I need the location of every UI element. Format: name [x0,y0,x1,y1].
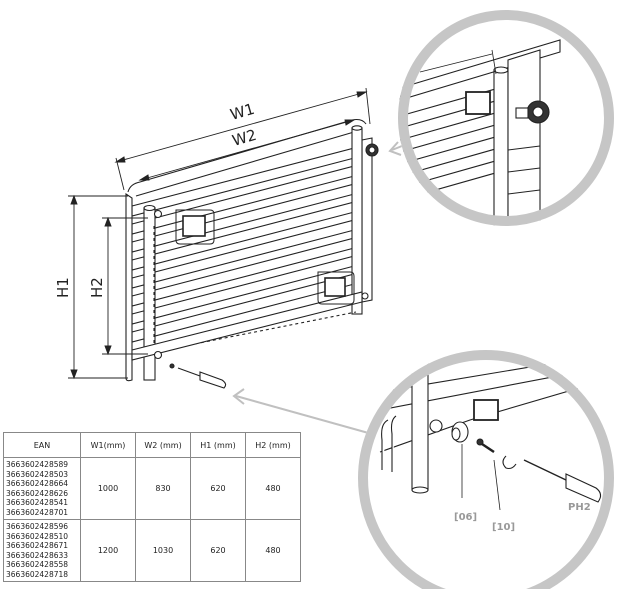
w1-cell: 1200 [80,519,136,582]
h1-label: H1 [54,277,72,298]
table-row: 3663602428596 3663602428510 366360242867… [3,519,301,582]
header-h2: H2 (mm) [245,432,301,458]
h2-cell: 480 [245,519,301,582]
w1-cell: 1000 [80,457,136,520]
callout-top-detail [398,10,614,226]
ean-value: 3663602428633 [6,550,69,560]
ean-value: 3663602428558 [6,560,69,569]
radiator-panels [131,145,363,343]
ean-value: 3663602428671 [6,541,69,550]
ean-cell: 3663602428589 3663602428503 366360242866… [3,457,81,520]
part-10-label: [10] [492,522,515,533]
ean-value: 3663602428596 [6,522,69,531]
valve [365,143,379,157]
ean-value: 3663602428664 [6,479,69,488]
ean-value: 3663602428701 [6,507,69,517]
spec-table: EAN W1(mm) W2 (mm) H1 (mm) H2 (mm) 36636… [3,432,301,582]
header-w1: W1(mm) [80,432,136,458]
ean-value: 3663602428718 [6,569,69,579]
ean-cell: 3663602428596 3663602428510 366360242867… [3,519,81,582]
header-ean: EAN [3,432,81,458]
w2-label: W2 [230,126,258,150]
tool-ph2-label: PH2 [568,502,591,513]
h2-label: H2 [88,277,106,298]
radiator-main [125,118,379,389]
w2-cell: 830 [135,457,191,520]
h1-cell: 620 [190,519,246,582]
dimension-lines [68,87,371,380]
header-w2: W2 (mm) [135,432,191,458]
h1-cell: 620 [190,457,246,520]
w1-label: W1 [228,100,256,124]
ean-value: 3663602428541 [6,498,69,507]
ean-value: 3663602428589 [6,460,69,469]
ean-value: 3663602428510 [6,531,69,541]
w2-cell: 1030 [135,519,191,582]
part-06-label: [06] [454,512,477,523]
h2-cell: 480 [245,457,301,520]
screwdriver-small [169,363,227,389]
header-h1: H1 (mm) [190,432,246,458]
ean-value: 3663602428626 [6,488,69,498]
table-header-row: EAN W1(mm) W2 (mm) H1 (mm) H2 (mm) [3,432,301,458]
table-row: 3663602428589 3663602428503 366360242866… [3,457,301,520]
callout-bottom-detail: [06] [10] PH2 [358,350,614,589]
ean-value: 3663602428503 [6,469,69,479]
